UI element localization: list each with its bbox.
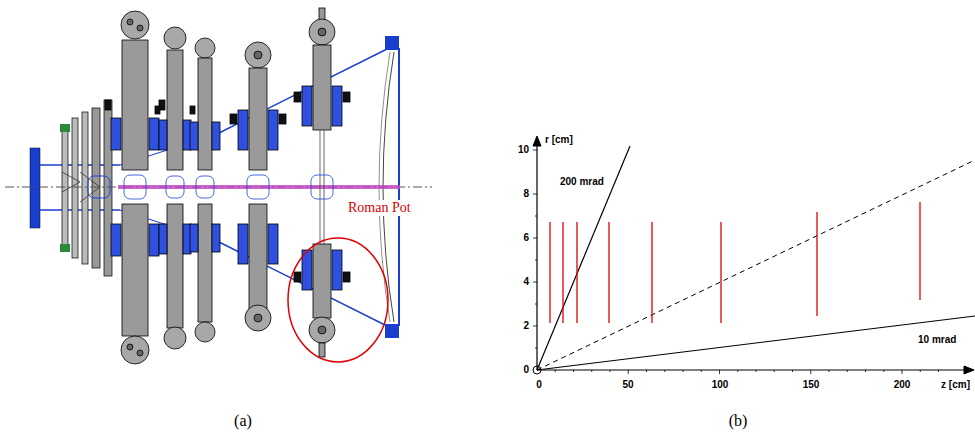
axis-title: z [cm] — [941, 379, 970, 391]
tick-label: 4 — [523, 276, 529, 288]
tick-label: 50 — [622, 379, 633, 391]
tick-label: 150 — [803, 379, 820, 391]
pot-station — [190, 38, 220, 342]
tick-label: 6 — [523, 232, 529, 244]
axis-title: r [cm] — [545, 134, 573, 146]
tick-label: 2 — [523, 320, 529, 332]
tick-label: 0 — [523, 364, 529, 376]
tick-label: 100 — [712, 379, 729, 391]
tick-label: 200 — [894, 379, 911, 391]
beam-pipe-drawing — [5, 36, 432, 338]
panel-caption: (b) — [729, 412, 748, 430]
line-label: 10 mrad — [918, 334, 956, 346]
highlight-ellipse — [288, 238, 388, 362]
pot-station — [294, 8, 350, 357]
part-label: Roman Pot — [346, 200, 413, 216]
tick-label: 8 — [523, 188, 529, 200]
panel-caption: (a) — [234, 412, 252, 430]
line-label: 200 mrad — [560, 176, 604, 188]
acceptance-plot — [533, 136, 975, 374]
tick-label: 0 — [536, 379, 542, 391]
pot-station — [105, 11, 165, 364]
tick-label: 10 — [518, 144, 529, 156]
pot-station — [155, 27, 195, 349]
pot-station — [230, 42, 286, 331]
